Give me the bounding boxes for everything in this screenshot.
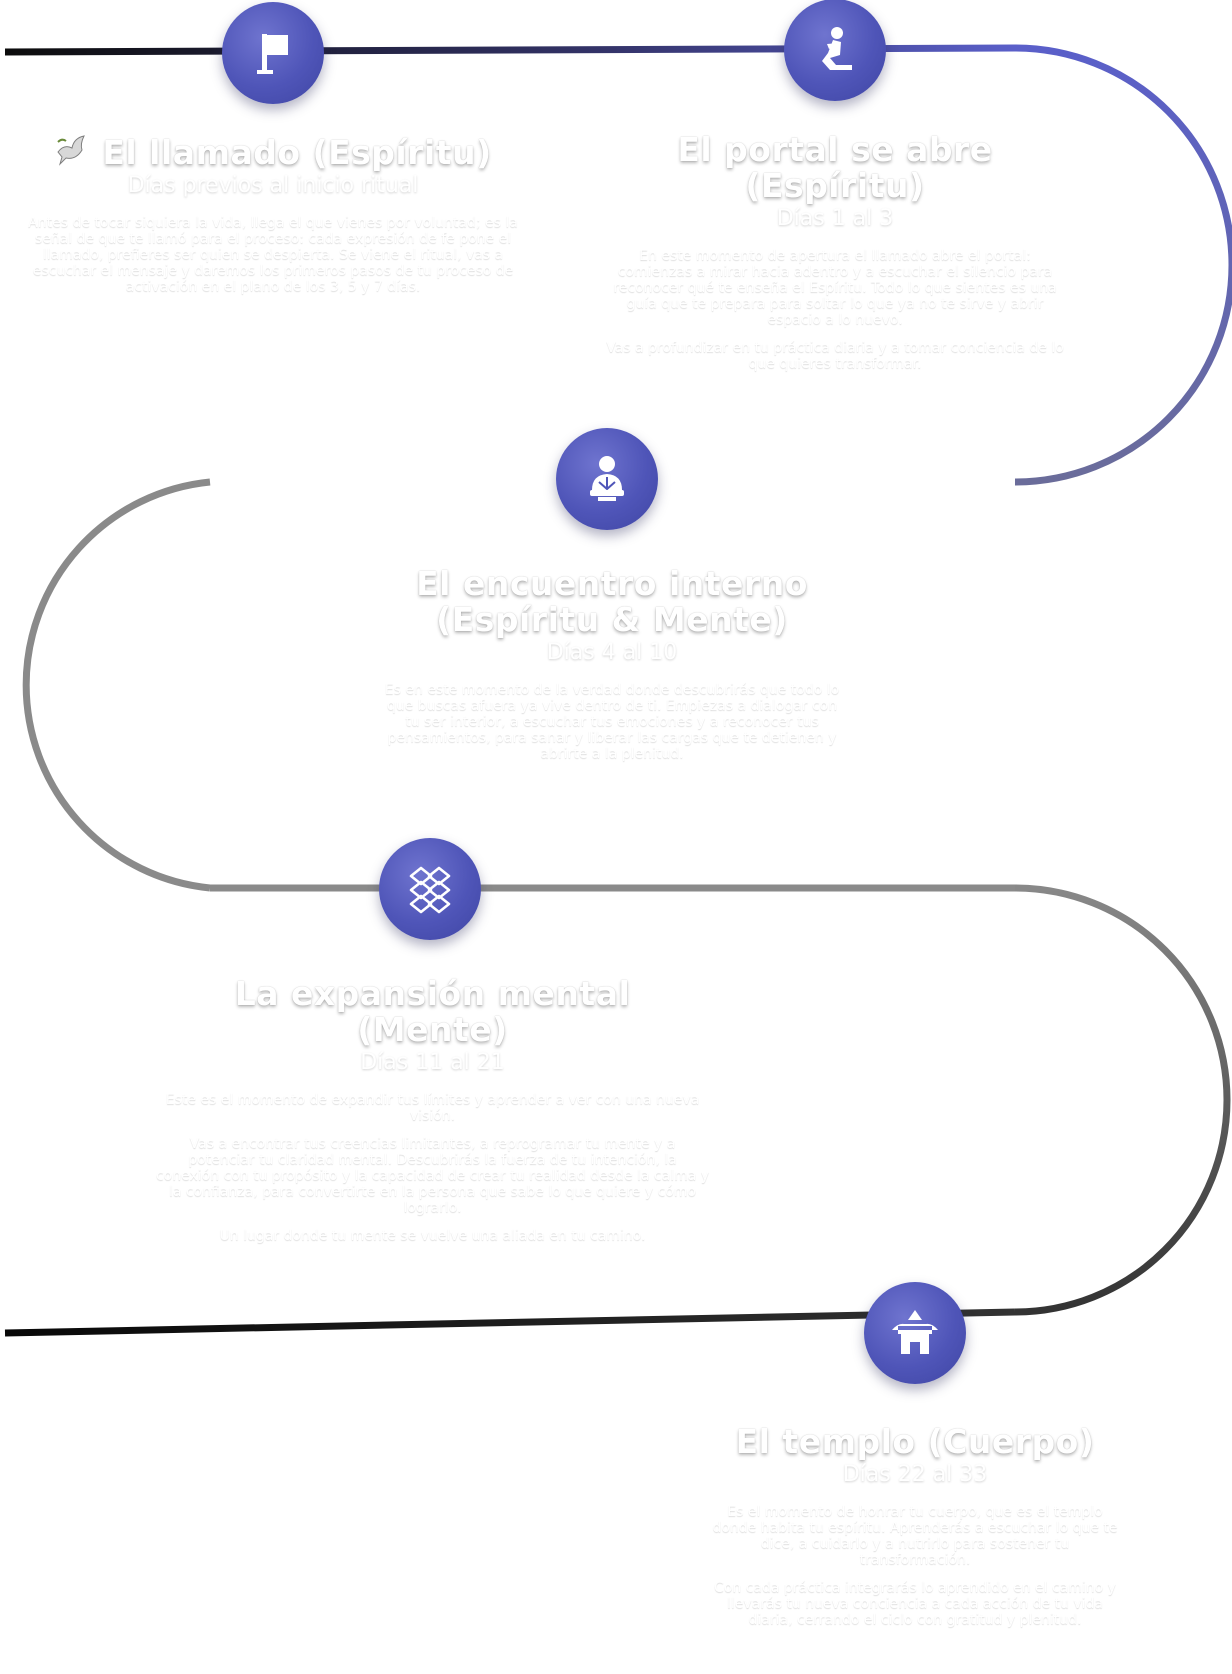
step-2-subtitle: Días 1 al 3 bbox=[776, 206, 894, 231]
kneeling-prayer-icon bbox=[822, 27, 852, 70]
step-5-text-1: Es el momento de honrar tu cuerpo, que e… bbox=[712, 1504, 1118, 1568]
step-4-text-3: Un lugar donde tu mente se vuelve una al… bbox=[219, 1228, 646, 1244]
step-3-text-1: Es en este momento de la verdad donde de… bbox=[384, 682, 840, 762]
step-1: El llamado (Espíritu) Días previos al in… bbox=[28, 132, 518, 307]
step-5: El templo (Cuerpo) Días 22 al 33 Es el m… bbox=[705, 1424, 1125, 1640]
step-2-text-2: Vas a profundizar en tu práctica diaria … bbox=[606, 340, 1064, 372]
temple-node bbox=[864, 1282, 966, 1384]
flag-node bbox=[222, 2, 324, 104]
step-4-title: La expansión mental (Mente) bbox=[234, 974, 631, 1049]
step-3-subtitle: Días 4 al 10 bbox=[546, 640, 678, 665]
step-4-text-2: Vas a encontrar tus creencias limitantes… bbox=[155, 1136, 710, 1216]
step-1-subtitle: Días previos al inicio ritual bbox=[127, 173, 419, 198]
step-5-subtitle: Días 22 al 33 bbox=[842, 1462, 988, 1487]
step-1-title: El llamado (Espíritu) bbox=[28, 132, 518, 171]
step-2-text-1: En este momento de apertura el llamado a… bbox=[613, 248, 1057, 328]
dove-icon bbox=[57, 135, 86, 166]
step-2-title: El portal se abre (Espíritu) bbox=[677, 130, 993, 205]
step-4-text-1: Este es el momento de expandir tus límit… bbox=[165, 1092, 700, 1124]
step-4: La expansión mental (Mente) Días 11 al 2… bbox=[155, 976, 710, 1256]
step-3: El encuentro interno (Espíritu & Mente) … bbox=[382, 566, 842, 774]
step-3-title: El encuentro interno (Espíritu & Mente) bbox=[416, 564, 808, 639]
step-5-text-2: Con cada práctica integrarás lo aprendid… bbox=[714, 1580, 1116, 1628]
kneeling-prayer-node bbox=[784, 0, 886, 101]
temple-icon bbox=[892, 1310, 938, 1354]
brain-pattern-icon bbox=[409, 866, 451, 914]
step-5-title: El templo (Cuerpo) bbox=[735, 1422, 1095, 1461]
step-1-title-text: El llamado (Espíritu) bbox=[102, 133, 492, 172]
meditating-monk-node bbox=[556, 428, 658, 530]
step-4-subtitle: Días 11 al 21 bbox=[360, 1050, 505, 1075]
flag-icon bbox=[257, 34, 288, 74]
meditating-monk-icon bbox=[590, 456, 624, 501]
step-2: El portal se abre (Espíritu) Días 1 al 3… bbox=[600, 132, 1070, 384]
step-1-text-1: Antes de tocar siquiera la vida, llega e… bbox=[28, 215, 518, 295]
brain-pattern-node bbox=[379, 838, 481, 940]
